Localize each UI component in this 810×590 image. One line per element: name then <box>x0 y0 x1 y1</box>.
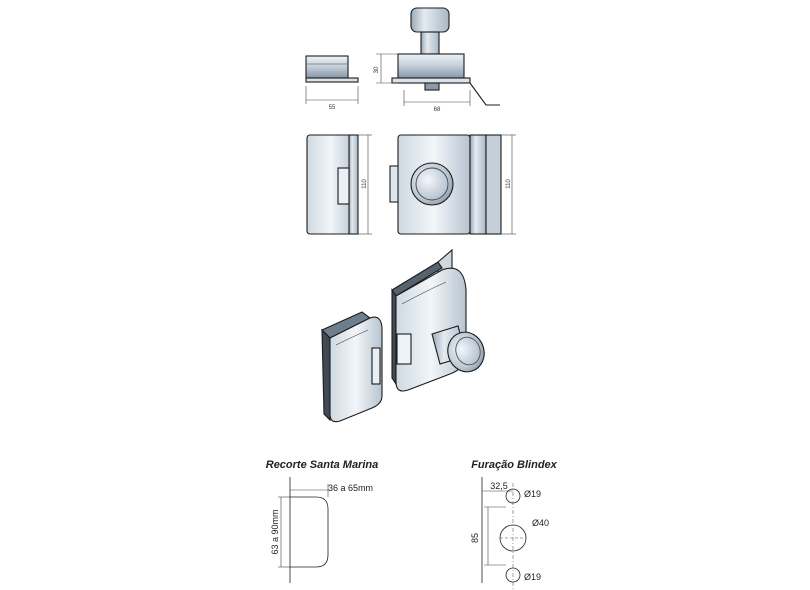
drilling-blindex: Furação Blindex 32,5 Ø19 Ø40 Ø19 85 <box>470 459 558 590</box>
top-small-body <box>305 55 349 79</box>
front-knob <box>410 162 454 206</box>
cutout-shape <box>290 496 329 568</box>
isometric-view <box>321 248 485 423</box>
cutout-width-label: 36 a 65mm <box>328 483 373 493</box>
dim-front-small-height: 110 <box>362 179 368 189</box>
dim-top-small-width: 55 <box>329 105 336 111</box>
dim-front-large-height: 110 <box>506 179 512 189</box>
hole-large-label: Ø40 <box>532 518 549 528</box>
iso-small-body <box>329 316 383 423</box>
cutout-santa-marina: Recorte Santa Marina 36 a 65mm 63 a 90mm <box>266 459 378 583</box>
top-plate-tab <box>469 82 500 106</box>
top-view: 55 68 30 <box>305 7 500 113</box>
dim-top-height: 30 <box>374 66 380 73</box>
drilling-title: Furação Blindex <box>471 459 557 471</box>
hole-small-bottom-label: Ø19 <box>524 572 541 582</box>
hole-small-top-label: Ø19 <box>524 489 541 499</box>
drill-offset-label: 32,5 <box>490 481 508 491</box>
top-knob-neck <box>420 31 440 55</box>
drill-spacing-label: 85 <box>470 533 480 543</box>
top-large-base <box>391 77 471 84</box>
dim-top-large-width: 68 <box>434 107 441 113</box>
front-view: 110 110 <box>306 134 516 235</box>
cutout-title: Recorte Santa Marina <box>266 459 378 471</box>
iso-knob <box>447 331 485 373</box>
top-small-base <box>305 77 359 83</box>
top-large-body <box>397 53 465 79</box>
cutout-height-label: 63 a 90mm <box>270 509 280 554</box>
top-knob <box>410 7 450 33</box>
